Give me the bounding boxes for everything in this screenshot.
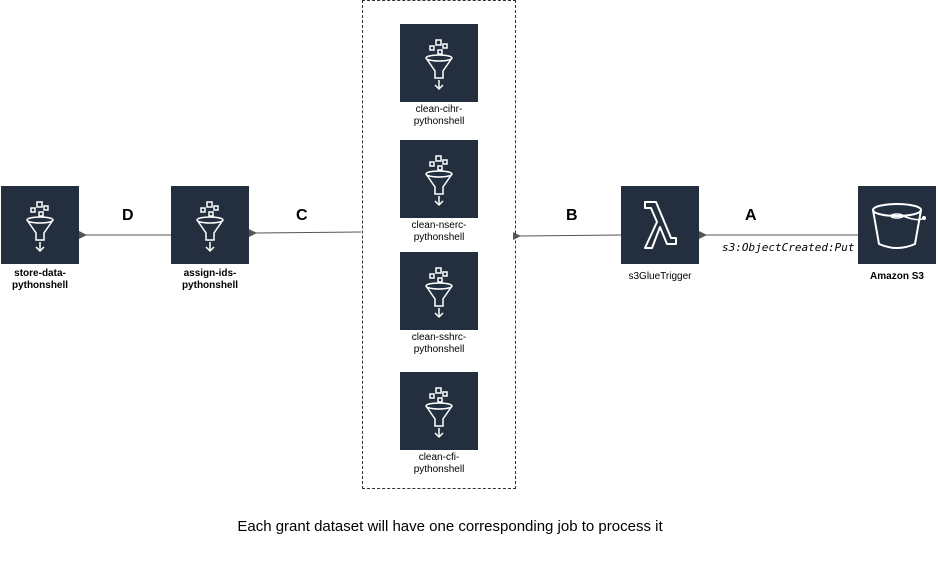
- clean-nserc-job-label-line2: pythonshell: [413, 232, 465, 243]
- s3-bucket-label: Amazon S3: [870, 271, 924, 282]
- arrow-b: [512, 232, 622, 241]
- lambda-icon: [644, 201, 677, 249]
- glue-funnel-icon: [400, 24, 478, 102]
- glue-funnel-icon: [400, 252, 478, 330]
- footer-note: Each grant dataset will have one corresp…: [237, 518, 663, 535]
- clean-nserc-job-label: clean-nserc- pythonshell: [369, 220, 509, 244]
- edge-letter-b: B: [566, 207, 578, 224]
- store-data-job-tile[interactable]: [1, 186, 79, 264]
- clean-cihr-job-label-line1: clean-cihr-: [415, 104, 463, 115]
- clean-sshrc-job-label-line1: clean-sshrc-: [411, 332, 467, 343]
- arrow-c: [248, 229, 362, 238]
- clean-cihr-job-label: clean-cihr- pythonshell: [369, 104, 509, 128]
- clean-cfi-job-label-line1: clean-cfi-: [418, 452, 460, 463]
- edge-letter-a: A: [745, 207, 757, 224]
- clean-cfi-job-label-line2: pythonshell: [413, 464, 465, 475]
- clean-nserc-job-tile[interactable]: [400, 140, 478, 218]
- glue-funnel-icon: [1, 186, 79, 264]
- clean-sshrc-job-label: clean-sshrc- pythonshell: [369, 332, 509, 356]
- store-data-job-label-line1: store-data-: [14, 268, 66, 279]
- assign-ids-job-label-line2: pythonshell: [181, 280, 239, 291]
- glue-jobs-group: [362, 0, 516, 489]
- store-data-job-label: store-data- pythonshell: [0, 268, 110, 292]
- glue-funnel-icon: [171, 186, 249, 264]
- assign-ids-job-label-line1: assign-ids-: [183, 268, 237, 279]
- lambda-function-tile[interactable]: [621, 186, 699, 264]
- edge-letter-c: C: [296, 207, 308, 224]
- glue-funnel-icon: [400, 372, 478, 450]
- edge-letter-d: D: [122, 207, 134, 224]
- store-data-job-label-line2: pythonshell: [11, 280, 69, 291]
- clean-cihr-job-tile[interactable]: [400, 24, 478, 102]
- s3-bucket-icon: [872, 203, 926, 249]
- clean-cihr-job-label-line2: pythonshell: [413, 116, 465, 127]
- clean-cfi-job-label: clean-cfi- pythonshell: [369, 452, 509, 476]
- s3-bucket-tile[interactable]: [858, 186, 936, 264]
- clean-sshrc-job-label-line2: pythonshell: [413, 344, 465, 355]
- clean-cfi-job-tile[interactable]: [400, 372, 478, 450]
- clean-nserc-job-label-line1: clean-nserc-: [411, 220, 467, 231]
- assign-ids-job-label: assign-ids- pythonshell: [140, 268, 280, 292]
- edge-label-a: s3:ObjectCreated:Put: [722, 241, 855, 254]
- lambda-function-label: s3GlueTrigger: [628, 271, 692, 282]
- glue-funnel-icon: [400, 140, 478, 218]
- assign-ids-job-tile[interactable]: [171, 186, 249, 264]
- clean-sshrc-job-tile[interactable]: [400, 252, 478, 330]
